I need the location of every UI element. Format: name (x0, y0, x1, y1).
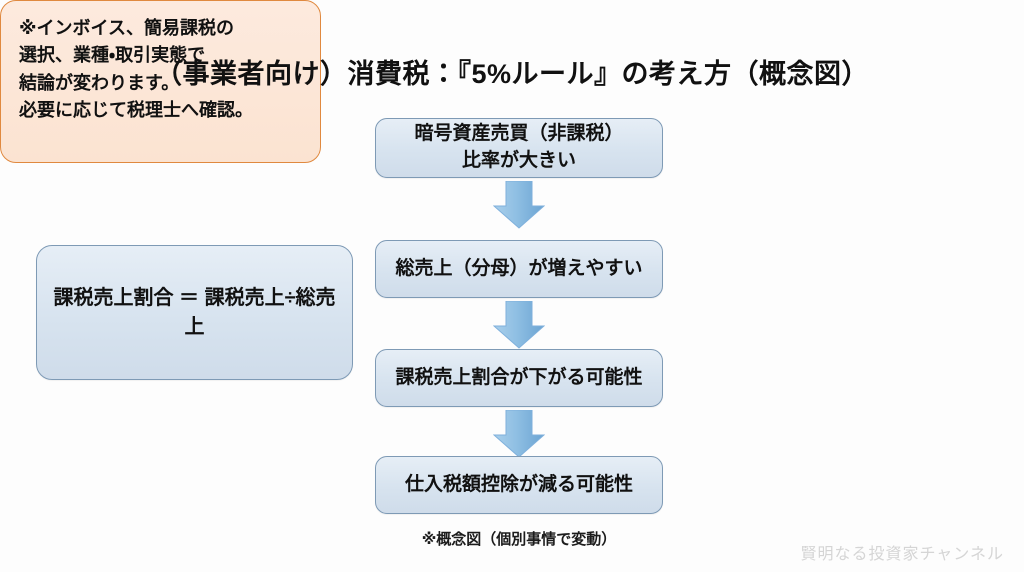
formula-box: 課税売上割合 ＝ 課税売上÷総売上 (36, 245, 353, 380)
page-title: （事業者向け）消費税：『5%ルール』の考え方（概念図） (154, 59, 870, 89)
down-arrow-icon (492, 180, 546, 229)
caution-line-4: 必要に応じて税理士へ確認。 (19, 100, 253, 121)
caution-line-2: 選択、業種・取引実態で (19, 45, 206, 66)
footnote: ※概念図（個別事情で変動） (421, 531, 617, 548)
flow-box-total-sales: 総売上（分母）が増えやすい (375, 240, 663, 298)
flow-box-input-tax-deduction: 仕入税額控除が減る可能性 (375, 456, 663, 514)
caution-line-3: 結論が変わります。 (19, 72, 180, 93)
caution-line-1: ※インボイス、簡易課税の (19, 18, 234, 38)
flow-box-crypto: 暗号資産売買（非課税） 比率が大きい (375, 118, 663, 178)
down-arrow-icon (492, 300, 546, 349)
flow-box-taxable-ratio-label: 課税売上割合が下がる可能性 (395, 366, 643, 388)
flow-box-input-tax-deduction-label: 仕入税額控除が減る可能性 (404, 473, 633, 495)
flow-box-taxable-ratio: 課税売上割合が下がる可能性 (375, 349, 663, 407)
flow-box-crypto-label: 暗号資産売買（非課税） 比率が大きい (414, 123, 624, 171)
down-arrow-icon (492, 409, 546, 458)
caution-note-box: ※インボイス、簡易課税の 選択、業種・取引実態で 結論が変わります。 必要に応じ… (0, 0, 321, 163)
flow-box-total-sales-label: 総売上（分母）が増えやすい (395, 257, 643, 279)
formula-text: 課税売上割合 ＝ 課税売上÷総売上 (53, 287, 336, 338)
channel-watermark: 賢明なる投資家チャンネル (800, 546, 1004, 563)
